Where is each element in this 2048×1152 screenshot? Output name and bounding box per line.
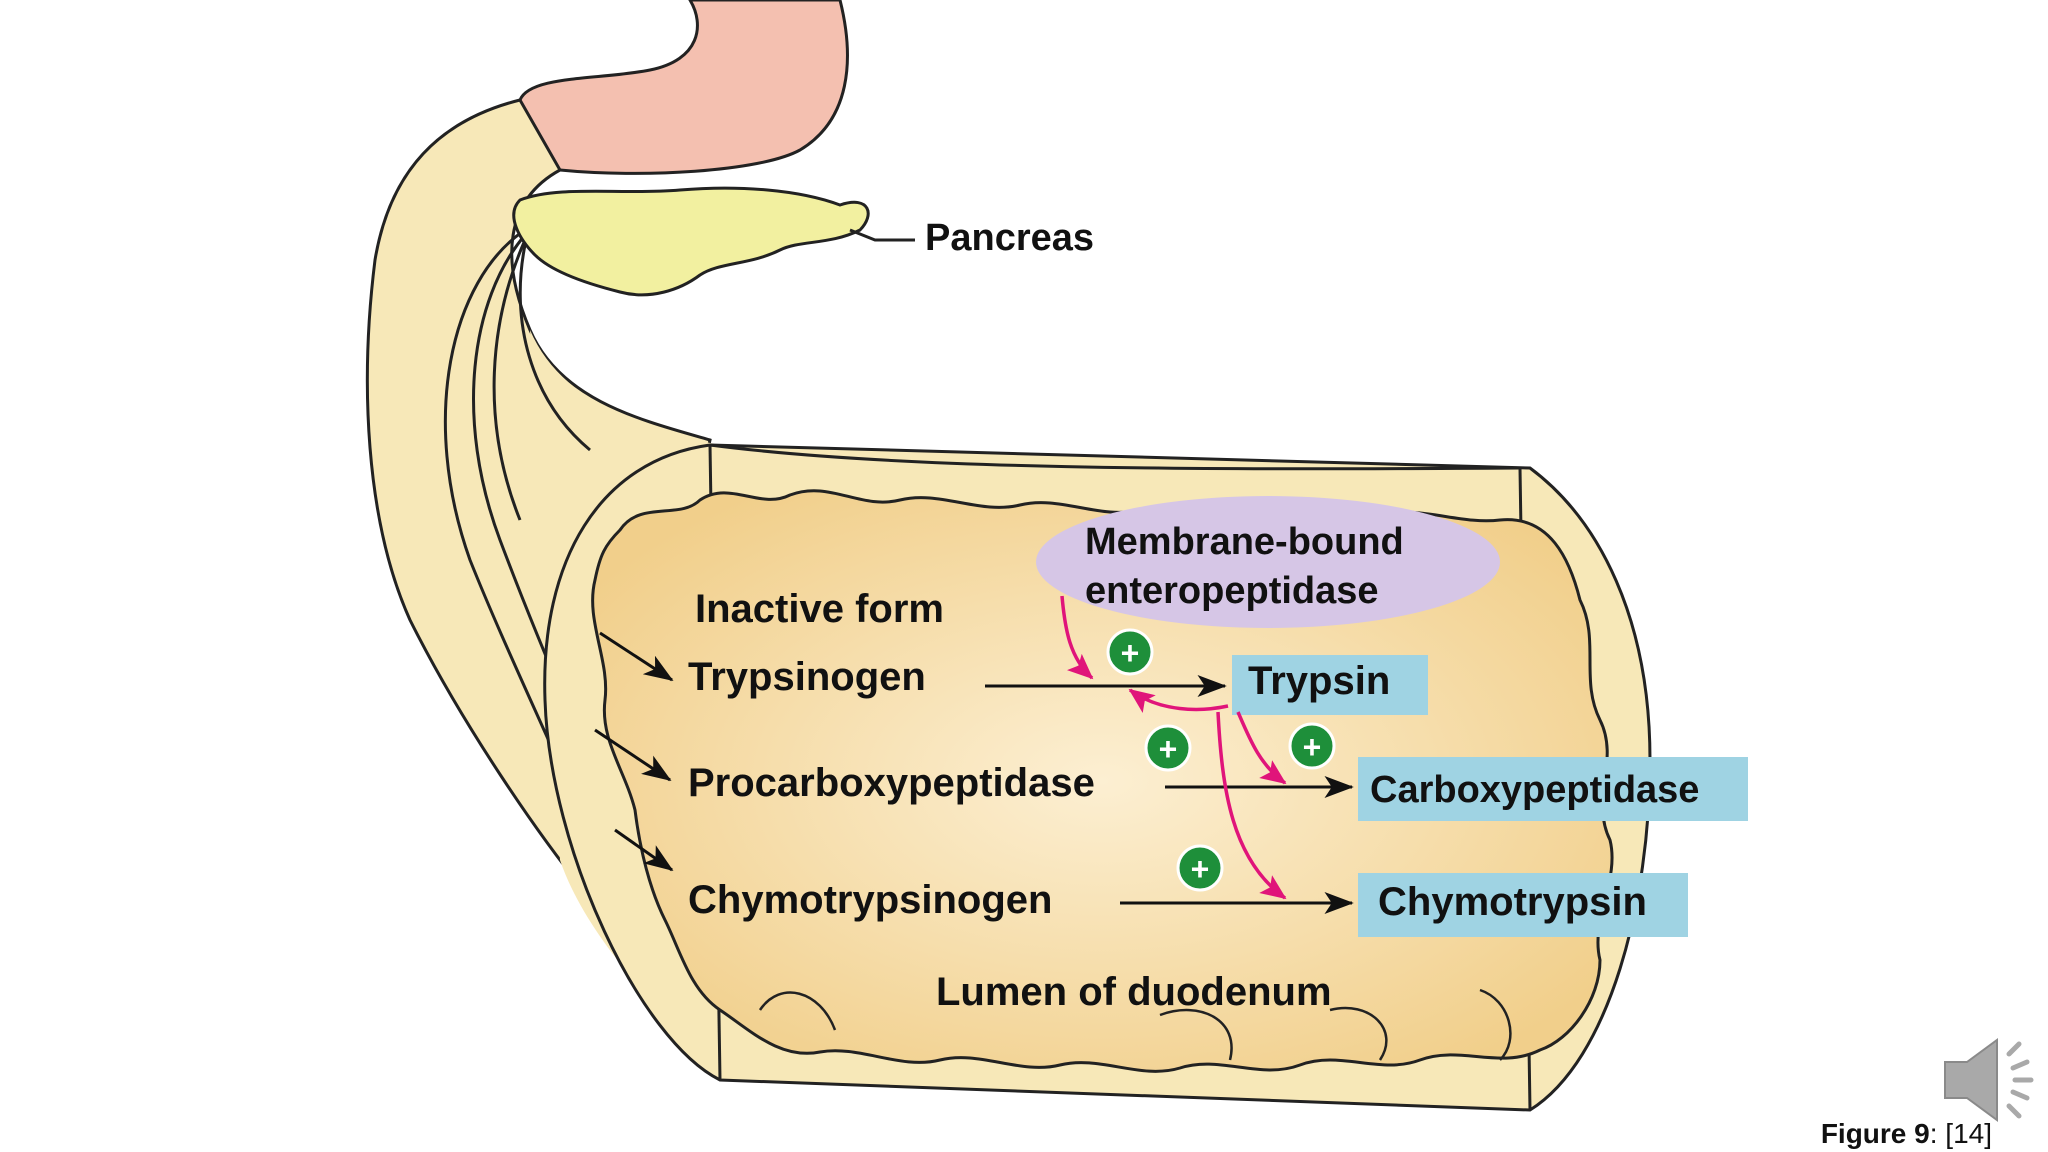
enzyme-label-line1: Membrane-bound xyxy=(1085,521,1404,563)
activation-plus-badge-1: + xyxy=(1106,628,1154,676)
enzyme-label-line2: enteropeptidase xyxy=(1085,570,1379,612)
trypsinogen-label: Trypsinogen xyxy=(688,655,926,699)
trypsin-box xyxy=(1232,655,1428,715)
inactive-form-heading: Inactive form xyxy=(695,587,944,631)
carboxypeptidase-label: Carboxypeptidase xyxy=(1370,769,1699,811)
mucosal-folds xyxy=(758,988,1512,1061)
chymotrypsinogen-label: Chymotrypsinogen xyxy=(688,878,1052,922)
lumen-label: Lumen of duodenum xyxy=(936,970,1332,1014)
enteropeptidase-oval xyxy=(1036,496,1500,628)
figure-reference: [14] xyxy=(1945,1118,1992,1149)
svg-text:+: + xyxy=(1303,729,1322,765)
activation-plus-badge-4: + xyxy=(1176,844,1224,892)
pancreas-label: Pancreas xyxy=(925,217,1094,259)
trypsin-label: Trypsin xyxy=(1248,659,1390,703)
svg-text:+: + xyxy=(1191,851,1210,887)
svg-text:+: + xyxy=(1159,731,1178,767)
duct-inlet-arrows xyxy=(594,631,674,872)
chymotrypsin-label: Chymotrypsin xyxy=(1378,880,1647,924)
speaker-icon[interactable] xyxy=(1944,1038,2034,1122)
figure-caption: Figure 9: [14] xyxy=(1821,1118,1992,1150)
caption-separator: : xyxy=(1929,1118,1946,1149)
activation-plus-badge-3: + xyxy=(1288,722,1336,770)
activation-plus-badge-2: + xyxy=(1144,724,1192,772)
pancreas-leader-line xyxy=(849,228,915,242)
activation-arrows xyxy=(1060,595,1287,900)
stomach xyxy=(514,0,849,175)
duodenum-lumen xyxy=(591,489,1614,1073)
pancreas xyxy=(512,186,870,297)
chymotrypsin-box xyxy=(1358,873,1688,937)
carboxypeptidase-box xyxy=(1358,757,1748,821)
figure-label: Figure 9 xyxy=(1820,1118,1930,1149)
conversion-arrows xyxy=(985,675,1354,914)
procarboxypeptidase-label: Procarboxypeptidase xyxy=(688,761,1095,805)
svg-text:+: + xyxy=(1121,635,1140,671)
